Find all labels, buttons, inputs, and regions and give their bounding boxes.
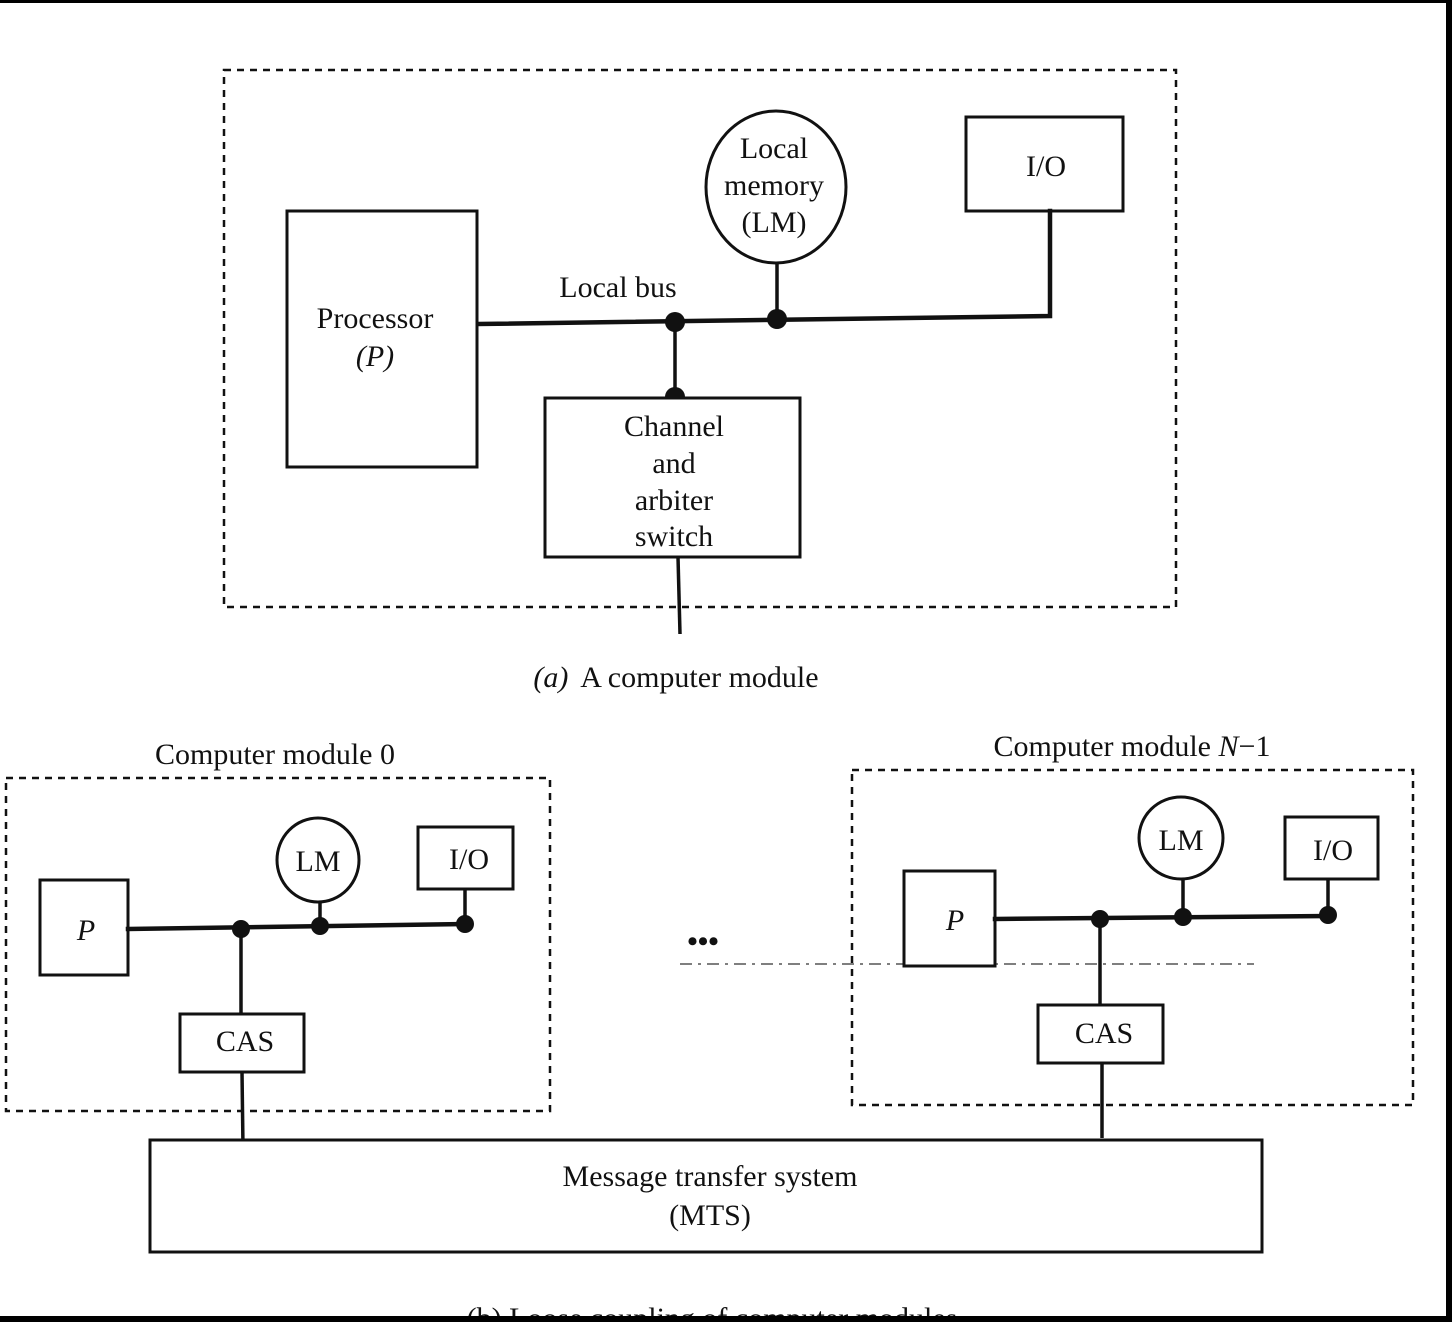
module-n-1-junction-cas <box>1091 910 1109 928</box>
module-0-cas-box <box>178 1012 306 1074</box>
module-n-1-title: Computer module N−1 <box>994 730 1271 763</box>
module-n-1-bus <box>992 913 1331 922</box>
module-0-lm-label: LM <box>296 845 341 878</box>
module-0-cas-label: CAS <box>216 1025 274 1058</box>
caption-a-prefix: (a) <box>533 661 568 694</box>
module-0-io-label: I/O <box>449 843 489 876</box>
module-0-mts-link <box>240 1071 245 1149</box>
caption-a-text: A computer module <box>580 661 818 694</box>
bus-junction-cas <box>665 312 685 332</box>
module-ellipsis: ••• <box>687 925 719 958</box>
local-memory-label-2: memory <box>724 169 824 202</box>
computer-module-0: Computer module 0 P LM I/O CAS <box>4 738 552 1149</box>
panel-a-computer-module: Processor (P) Local memory (LM) I/O Loca… <box>222 68 1178 694</box>
io-box <box>964 115 1125 213</box>
module-0-junction-io <box>456 915 474 933</box>
mts-label-2: (MTS) <box>669 1199 751 1232</box>
cas-label-3: arbiter <box>635 484 713 517</box>
module-0-bus <box>125 921 467 932</box>
module-n-1-junction-lm <box>1174 908 1192 926</box>
cas-label-1: Channel <box>624 410 724 443</box>
module-n-1-io-box <box>1283 815 1380 881</box>
caption-a: (a) A computer module <box>533 661 818 694</box>
module-n-1-processor-label: P <box>945 904 964 937</box>
cas-label-2: and <box>652 447 695 480</box>
module-0-processor-label: P <box>76 914 95 947</box>
module-n-1-title-var: N <box>1218 730 1241 763</box>
module-n-1-title-suffix: −1 <box>1239 730 1271 763</box>
mts-label-1: Message transfer system <box>563 1160 858 1193</box>
module-0-title: Computer module 0 <box>155 738 395 771</box>
cas-external-link <box>676 556 682 635</box>
module-boundary-dashed <box>222 68 1178 609</box>
module-n-1-cas-box <box>1036 1003 1165 1065</box>
module-0-io-box <box>416 825 515 891</box>
processor-box <box>285 209 479 469</box>
processor-abbrev: (P) <box>356 340 394 373</box>
module-n-1-processor-box <box>902 869 997 968</box>
processor-label: Processor <box>317 302 434 335</box>
local-memory-label-3: (LM) <box>742 206 807 239</box>
message-transfer-system-box <box>148 1138 1264 1254</box>
io-label: I/O <box>1026 150 1066 183</box>
module-n-1-junction-io <box>1319 906 1337 924</box>
bus-junction-lm <box>767 309 787 329</box>
module-0-lm-circle <box>275 816 361 904</box>
module-0-junction-lm <box>311 917 329 935</box>
cas-label-4: switch <box>635 520 713 553</box>
module-0-junction-cas <box>232 920 250 938</box>
computer-module-n-1: Computer module N−1 P LM I/O CAS <box>850 730 1415 1138</box>
module-n-1-cas-label: CAS <box>1075 1017 1133 1050</box>
module-0-boundary-dashed <box>4 776 552 1113</box>
local-bus-label: Local bus <box>559 271 676 304</box>
module-n-1-title-prefix: Computer module <box>994 730 1219 763</box>
panel-b-loose-coupling: Computer module 0 P LM I/O CAS ••• <box>4 730 1415 1322</box>
local-memory-label-1: Local <box>740 132 808 165</box>
module-n-1-lm-label: LM <box>1159 824 1204 857</box>
channel-arbiter-switch-box <box>543 396 802 559</box>
module-n-1-lm-circle <box>1137 795 1225 881</box>
module-n-1-io-label: I/O <box>1313 834 1353 867</box>
module-n-1-boundary-dashed <box>850 768 1415 1107</box>
